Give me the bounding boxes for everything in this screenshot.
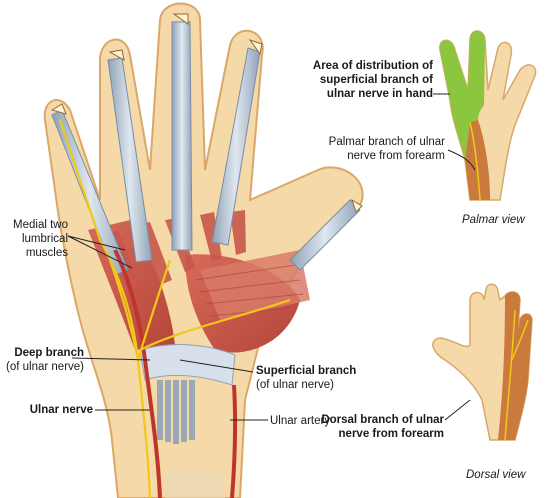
label-medial-lumbricals-line-1: Medial two bbox=[13, 219, 68, 231]
label-dorsal-branch-line-2: nerve from forearm bbox=[338, 428, 444, 440]
label-dorsal-branch: Dorsal branch of ulnar nerve from forear… bbox=[298, 413, 444, 441]
label-medial-lumbricals: Medial two lumbrical muscles bbox=[0, 218, 68, 260]
label-deep-branch-sub: (of ulnar nerve) bbox=[6, 361, 84, 373]
label-palmar-branch-line-1: Palmar branch of ulnar bbox=[328, 136, 445, 148]
label-area-distribution-line-2: superficial branch of bbox=[319, 74, 433, 86]
palmar-view-hand bbox=[439, 30, 537, 201]
dorsal-view-nerve bbox=[504, 309, 529, 441]
sheath-ring-finger bbox=[107, 57, 153, 263]
sheath-middle-finger bbox=[171, 21, 193, 251]
palmar-view-nerve bbox=[469, 121, 481, 201]
label-area-distribution: Area of distribution of superficial bran… bbox=[286, 59, 433, 101]
label-deep-branch: Deep branch (of ulnar nerve) bbox=[0, 346, 84, 374]
lumbrical-muscles bbox=[100, 210, 246, 290]
label-palmar-branch: Palmar branch of ulnar nerve from forear… bbox=[300, 135, 445, 163]
label-medial-lumbricals-line-3: muscles bbox=[25, 247, 68, 259]
label-medial-lumbricals-line-2: lumbrical bbox=[21, 233, 68, 245]
label-superficial-branch: Superficial branch (of ulnar nerve) bbox=[256, 364, 356, 392]
label-deep-branch-title: Deep branch bbox=[14, 347, 84, 359]
dorsal-branch-zone-brown bbox=[498, 291, 532, 440]
label-dorsal-view: Dorsal view bbox=[466, 469, 526, 481]
label-area-distribution-line-1: Area of distribution of bbox=[312, 60, 433, 72]
label-palmar-branch-line-2: nerve from forearm bbox=[347, 150, 445, 162]
muscle-fiber-lines bbox=[194, 264, 304, 317]
label-area-distribution-line-3: ulnar nerve in hand bbox=[326, 88, 433, 100]
forearm-bones bbox=[165, 470, 225, 498]
label-palmar-view: Palmar view bbox=[462, 214, 525, 226]
leader-lines bbox=[67, 93, 476, 421]
sheath-index-finger bbox=[211, 47, 261, 246]
dorsal-view-hand bbox=[432, 283, 533, 441]
fingertips bbox=[50, 13, 363, 213]
label-ulnar-nerve: Ulnar nerve bbox=[29, 404, 93, 416]
label-superficial-branch-sub: (of ulnar nerve) bbox=[256, 379, 334, 391]
flexor-retinaculum bbox=[139, 344, 236, 386]
palmar-branch-zone-brown bbox=[465, 120, 490, 200]
wrist-tendons bbox=[157, 380, 195, 444]
label-superficial-branch-title: Superficial branch bbox=[256, 365, 357, 377]
label-dorsal-branch-line-1: Dorsal branch of ulnar bbox=[321, 414, 444, 426]
palmar-ulnar-area-green bbox=[439, 31, 485, 160]
label-ulnar-artery: Ulnar artery bbox=[270, 415, 331, 427]
